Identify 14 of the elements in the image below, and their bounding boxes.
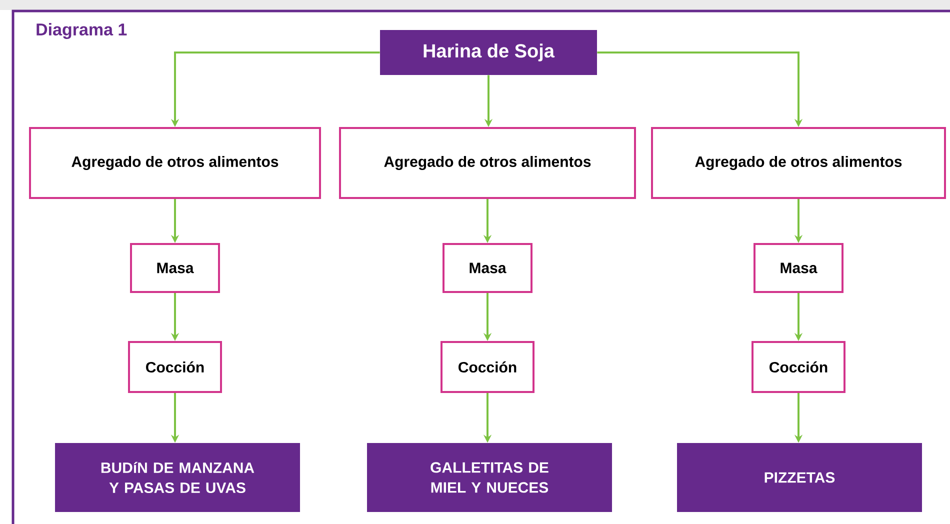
- process-box: Masa: [754, 243, 844, 293]
- process-box: Masa: [130, 243, 220, 293]
- process-box: Agregado de otros alimentos: [29, 127, 321, 199]
- product-box: PIZZETAS: [677, 443, 922, 512]
- process-box: Agregado de otros alimentos: [339, 127, 636, 199]
- process-box: Cocción: [128, 341, 222, 393]
- process-box: Cocción: [440, 341, 534, 393]
- process-box: Masa: [442, 243, 532, 293]
- product-box: BUDíN DE MANZANA Y PASAS DE UVAS: [55, 443, 300, 512]
- title: Diagrama 1: [36, 23, 127, 39]
- process-box: Agregado de otros alimentos: [651, 127, 946, 199]
- product-box: GALLETITAS DE MIEL Y NUECES: [367, 443, 612, 512]
- title-box: Harina de Soja: [380, 30, 597, 75]
- process-box: Cocción: [752, 341, 846, 393]
